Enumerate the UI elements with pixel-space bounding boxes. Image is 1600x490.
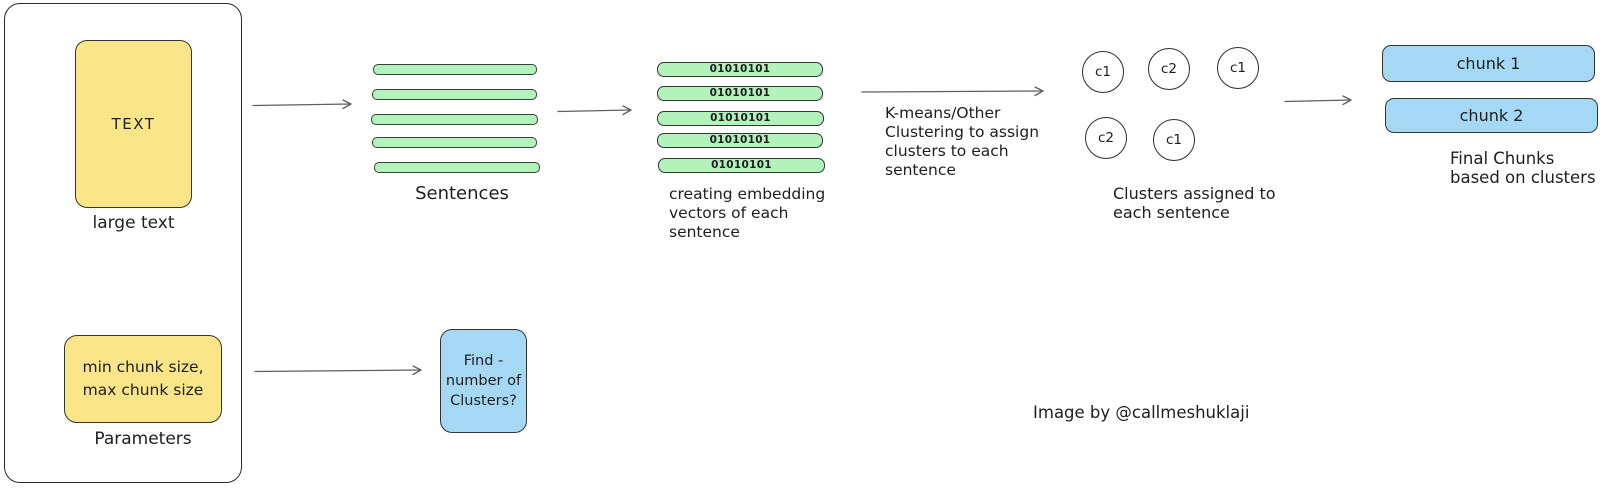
embedding-value: 01010101: [709, 63, 771, 76]
arrow-text-to-sentences: [252, 99, 352, 110]
sentence-bar: [374, 162, 540, 173]
embedding-row: 01010101: [657, 86, 823, 101]
clustering-caption-line: clusters to each: [885, 142, 1009, 160]
chunk-label: chunk 2: [1459, 106, 1524, 125]
arrow-params-to-find: [254, 365, 422, 376]
cluster-label: c1: [1165, 132, 1182, 148]
cluster-circle: c2: [1148, 48, 1190, 90]
cluster-circle: c1: [1217, 47, 1259, 89]
clustering-caption-line: Clustering to assign: [885, 123, 1040, 141]
find-clusters-line: Clusters?: [450, 393, 517, 409]
embeddings-caption-line: vectors of each: [669, 204, 789, 222]
parameters-caption: Parameters: [94, 429, 192, 449]
embedding-value: 01010101: [710, 112, 771, 125]
final-chunks-caption: Final Chunks based on clusters: [1450, 149, 1596, 187]
sentence-bar: [371, 114, 538, 125]
embedding-row: 01010101: [657, 62, 823, 77]
embeddings-caption: creating embedding vectors of each sente…: [669, 185, 825, 242]
chunk-label: chunk 1: [1456, 54, 1521, 73]
cluster-circle: c2: [1085, 117, 1127, 159]
embedding-value: 01010101: [709, 134, 771, 147]
large-text-box: TEXT: [75, 40, 192, 208]
embeddings-caption-line: sentence: [669, 223, 740, 241]
cluster-circle: c1: [1082, 51, 1124, 93]
find-clusters-line: Find -: [463, 353, 504, 369]
sentence-bar: [372, 137, 537, 148]
clusters-caption-line: each sentence: [1113, 203, 1230, 222]
find-clusters-box: Find - number of Clusters?: [440, 329, 527, 433]
sentence-bar: [372, 89, 537, 100]
cluster-label: c1: [1229, 60, 1246, 76]
cluster-label: c1: [1094, 64, 1111, 80]
clustering-caption-line: K-means/Other: [885, 104, 1001, 122]
large-text-caption: large text: [92, 213, 175, 233]
clusters-caption-line: Clusters assigned to: [1113, 184, 1276, 203]
cluster-label: c2: [1160, 61, 1177, 77]
parameters-box: min chunk size, max chunk size: [64, 335, 222, 423]
embeddings-caption-line: creating embedding: [669, 185, 826, 203]
embedding-row: 01010101: [657, 111, 824, 126]
parameters-line-2: max chunk size: [82, 381, 204, 399]
clusters-caption: Clusters assigned to each sentence: [1113, 184, 1276, 222]
final-chunks-caption-line: Final Chunks: [1450, 149, 1555, 168]
cluster-circle: c1: [1153, 119, 1195, 161]
arrow-embeddings-to-clusters: [861, 86, 1044, 97]
sentence-bar: [373, 64, 537, 75]
large-text-box-label: TEXT: [111, 115, 156, 133]
embedding-value: 01010101: [711, 159, 772, 172]
clustering-step-caption: K-means/Other Clustering to assign clust…: [885, 104, 1039, 180]
cluster-label: c2: [1097, 130, 1114, 146]
clustering-caption-line: sentence: [885, 161, 956, 179]
find-clusters-line: number of: [445, 373, 522, 389]
chunk-box: chunk 2: [1385, 98, 1598, 133]
image-credit: Image by @callmeshuklaji: [1033, 403, 1250, 422]
chunk-box: chunk 1: [1382, 45, 1595, 82]
arrow-sentences-to-embeddings: [557, 105, 632, 116]
final-chunks-caption-line: based on clusters: [1450, 168, 1596, 187]
parameters-line-1: min chunk size,: [82, 358, 204, 376]
embedding-value: 01010101: [709, 87, 771, 100]
embedding-row: 01010101: [658, 158, 825, 173]
arrow-clusters-to-chunks: [1284, 95, 1352, 106]
sentences-caption: Sentences: [415, 183, 509, 204]
embedding-row: 01010101: [657, 133, 823, 148]
